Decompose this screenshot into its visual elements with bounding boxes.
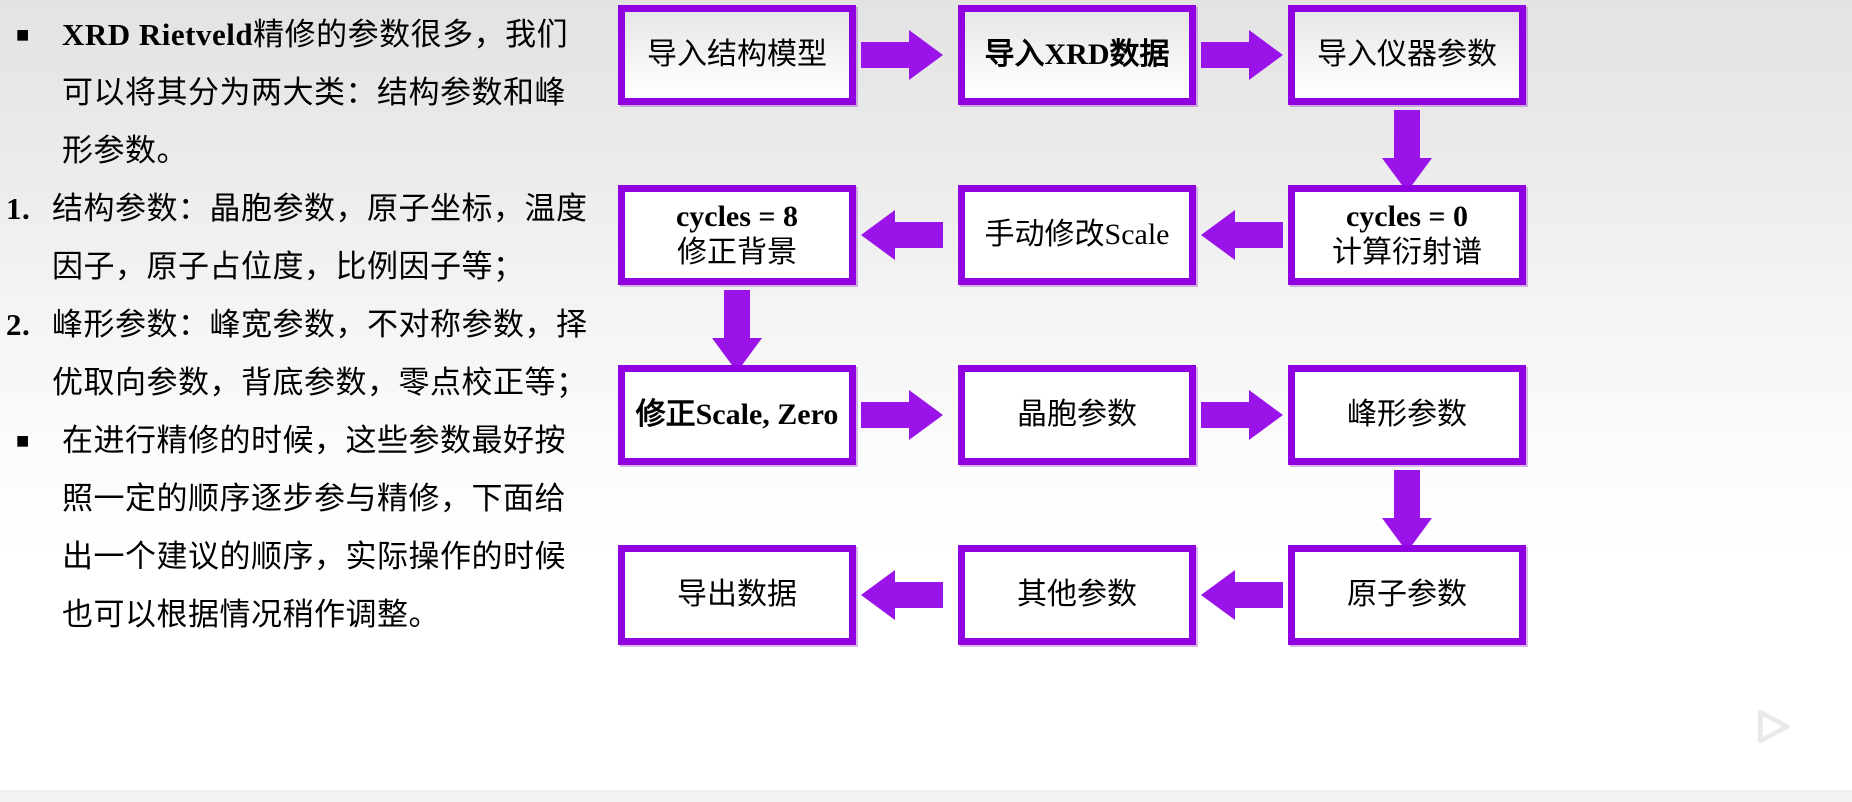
node-label: 导入XRD数据 (984, 38, 1170, 71)
flow-node-export-data[interactable]: 导出数据 (618, 545, 856, 645)
paragraph-text: XRD Rietveld精修的参数很多，我们可以将其分为两大类：结构参数和峰形参… (62, 6, 592, 180)
flow-node-import-instrument-params[interactable]: 导入仪器参数 (1288, 5, 1526, 105)
node-label: 修正Scale, Zero (635, 398, 839, 431)
flow-node-fix-scale-zero[interactable]: 修正Scale, Zero (618, 365, 856, 465)
node-label-line1: cycles = 8 (675, 200, 799, 233)
flow-arrow-right-icon (1201, 30, 1283, 80)
flow-arrow-right-icon (1201, 390, 1283, 440)
flow-arrow-left-icon (861, 570, 943, 620)
node-label: 其他参数 (1017, 578, 1137, 611)
node-label: 导入仪器参数 (1317, 38, 1497, 71)
flow-node-import-structure-model[interactable]: 导入结构模型 (618, 5, 856, 105)
flow-arrow-down-icon (1382, 470, 1432, 552)
paragraph-body: 精修的参数很多，我们可以将其分为两大类：结构参数和峰形参数。 (62, 17, 569, 168)
flow-node-manual-modify-scale[interactable]: 手动修改Scale (958, 185, 1196, 285)
paragraph-lead-bold: XRD Rietveld (62, 17, 254, 52)
paragraph-text: 在进行精修的时候，这些参数最好按照一定的顺序逐步参与精修，下面给出一个建议的顺序… (62, 423, 566, 632)
list-number-2: 2. (6, 307, 31, 342)
bilibili-tv-logo-icon (1720, 674, 1816, 758)
node-label: 晶胞参数 (1017, 398, 1137, 431)
flow-node-lattice-params[interactable]: 晶胞参数 (958, 365, 1196, 465)
flow-node-atom-params[interactable]: 原子参数 (1288, 545, 1526, 645)
node-label: 原子参数 (1347, 578, 1467, 611)
bullet-paragraph: ■ XRD Rietveld精修的参数很多，我们可以将其分为两大类：结构参数和峰… (6, 6, 592, 180)
left-text-panel: ■ XRD Rietveld精修的参数很多，我们可以将其分为两大类：结构参数和峰… (0, 6, 596, 796)
node-label-line2: 计算衍射谱 (1332, 236, 1482, 269)
paragraph-text: 结构参数：晶胞参数，原子坐标，温度因子，原子占位度，比例因子等； (52, 191, 588, 284)
bullet-paragraph: ■ 在进行精修的时候，这些参数最好按照一定的顺序逐步参与精修，下面给出一个建议的… (6, 412, 592, 644)
numbered-paragraph: 2. 峰形参数：峰宽参数，不对称参数，择优取向参数，背底参数，零点校正等； (6, 296, 592, 412)
list-number-1: 1. (6, 191, 31, 226)
paragraph-text: 峰形参数：峰宽参数，不对称参数，择优取向参数，背底参数，零点校正等； (52, 307, 588, 400)
node-label: 导入结构模型 (647, 38, 827, 71)
node-label: 手动修改Scale (984, 218, 1170, 251)
flow-arrow-down-icon (1382, 110, 1432, 192)
flowchart: 导入结构模型 导入XRD数据 导入仪器参数 cycles = 8 修正背景 (596, 0, 1852, 802)
numbered-paragraph: 1. 结构参数：晶胞参数，原子坐标，温度因子，原子占位度，比例因子等； (6, 180, 592, 296)
flow-arrow-down-icon (712, 290, 762, 372)
flow-arrow-right-icon (861, 390, 943, 440)
flow-node-other-params[interactable]: 其他参数 (958, 545, 1196, 645)
node-label: 峰形参数 (1347, 398, 1467, 431)
flow-arrow-left-icon (1201, 570, 1283, 620)
flow-node-import-xrd-data[interactable]: 导入XRD数据 (958, 5, 1196, 105)
node-label-line2: 修正背景 (677, 236, 797, 269)
flow-arrow-left-icon (1201, 210, 1283, 260)
bottom-bar (0, 790, 1852, 802)
node-label-line1: cycles = 0 (1345, 200, 1469, 233)
flow-node-peak-shape-params[interactable]: 峰形参数 (1288, 365, 1526, 465)
node-label: 导出数据 (677, 578, 797, 611)
flow-arrow-left-icon (861, 210, 943, 260)
flow-node-cycles-0-calc-pattern[interactable]: cycles = 0 计算衍射谱 (1288, 185, 1526, 285)
flow-arrow-right-icon (861, 30, 943, 80)
bullet-square-icon: ■ (16, 428, 30, 453)
flow-node-cycles-8-fix-background[interactable]: cycles = 8 修正背景 (618, 185, 856, 285)
bullet-square-icon: ■ (16, 22, 30, 47)
